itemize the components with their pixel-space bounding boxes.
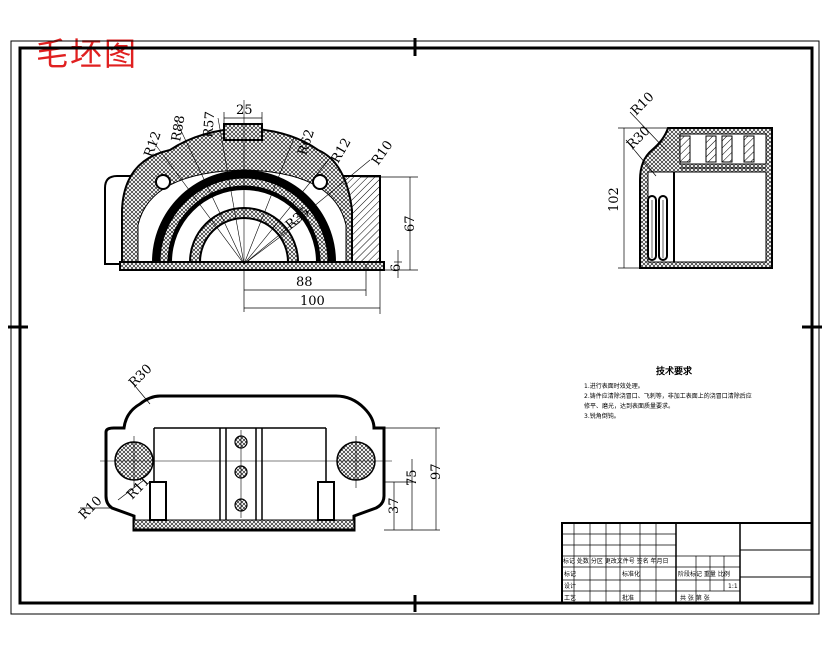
top-dim-75: 75 [405, 469, 420, 486]
dim-r57: R57 [201, 111, 218, 139]
technical-requirements: 技术要求 1.进行表面时效处理。 2.铸件应清除浇冒口、飞刺等，非加工表面上的浇… [584, 365, 752, 420]
top-dim-97: 97 [429, 463, 444, 480]
tb-label-craft: 工艺 [564, 594, 576, 602]
top-dim-r30: R30 [126, 362, 155, 391]
tb-label-mark: 标记 [564, 570, 576, 578]
title-block [561, 522, 813, 604]
top-view: R30 R10 R11 75 97 37 [76, 362, 444, 532]
tb-standard: 标准化 [622, 570, 640, 578]
dim-r88: R88 [169, 114, 188, 143]
tb-stage-header: 阶段标记 重量 比例 [678, 570, 730, 578]
dim-height-67: 67 [403, 215, 418, 232]
front-view: 25 R12 R88 R57 R62 R12 R10 R35 67 6 88 1… [104, 100, 418, 314]
dim-top-width: 25 [236, 103, 253, 118]
tech-req-line-3: 修平、磨光，达到表面质量要求。 [584, 402, 674, 410]
dim-r10: R10 [369, 138, 396, 168]
top-dim-r10: R10 [76, 494, 105, 523]
tech-req-line-4: 3.锐角倒钝。 [584, 412, 620, 420]
dim-r12-right: R12 [328, 136, 354, 166]
centering-marks [8, 38, 822, 612]
drawing-title: 毛坯图 [36, 35, 139, 73]
top-dim-37: 37 [387, 497, 402, 514]
dim-w88: 88 [296, 275, 313, 290]
side-dim-102: 102 [607, 187, 622, 212]
side-view: R10 R30 102 [607, 90, 773, 269]
tech-req-line-1: 1.进行表面时效处理。 [584, 382, 644, 390]
tech-req-title: 技术要求 [656, 365, 693, 377]
outer-frame [10, 40, 820, 615]
dim-base-6: 6 [389, 264, 404, 272]
tb-sheet: 共 张 第 张 [680, 594, 710, 602]
tb-approve: 批准 [622, 594, 634, 602]
dim-w100: 100 [300, 294, 325, 309]
tb-header-strip: 标记 处数 分区 更改文件号 签名 年月日 [563, 557, 669, 565]
tb-label-design: 设计 [564, 582, 576, 590]
tech-req-line-2: 2.铸件应清除浇冒口、飞刺等，非加工表面上的浇冒口清除后应 [584, 392, 752, 400]
tb-scale: 1:1 [728, 583, 738, 590]
